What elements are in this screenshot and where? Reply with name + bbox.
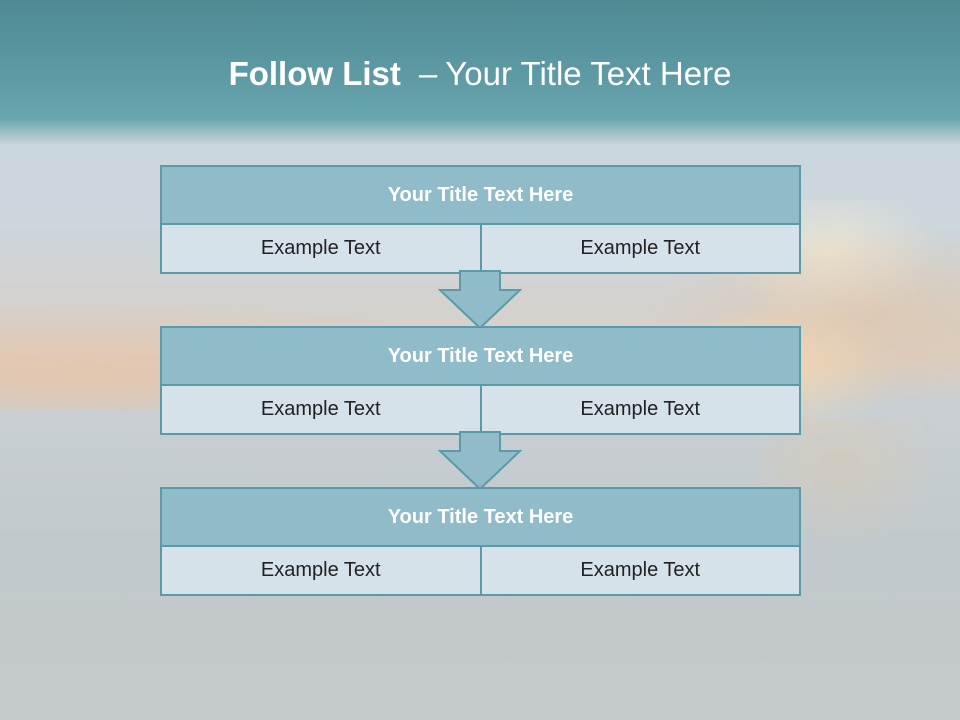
- slide-title-text: Your Title Text Here: [445, 55, 732, 92]
- block-row: Example Text Example Text: [162, 225, 799, 272]
- slide-title-bold: Follow List: [228, 55, 401, 92]
- list-block-1: Your Title Text Here Example Text Exampl…: [160, 165, 801, 274]
- block-row: Example Text Example Text: [162, 386, 799, 433]
- block-title: Your Title Text Here: [162, 328, 799, 386]
- list-block-2: Your Title Text Here Example Text Exampl…: [160, 326, 801, 435]
- list-block-3: Your Title Text Here Example Text Exampl…: [160, 487, 801, 596]
- down-arrow-icon: [438, 431, 522, 491]
- block-cell-left: Example Text: [260, 237, 381, 259]
- slide-title-separator: –: [418, 55, 438, 92]
- block-row: Example Text Example Text: [162, 547, 799, 594]
- block-cell-left: Example Text: [260, 398, 381, 420]
- block-cell-left: Example Text: [260, 559, 381, 581]
- block-title: Your Title Text Here: [162, 489, 799, 547]
- title-band: [0, 0, 960, 145]
- block-title: Your Title Text Here: [162, 167, 799, 225]
- block-cell-right: Example Text: [479, 225, 800, 272]
- block-cell-right: Example Text: [479, 386, 800, 433]
- slide-title: Follow List–Your Title Text Here: [0, 55, 960, 93]
- down-arrow-icon: [438, 270, 522, 330]
- block-cell-right: Example Text: [479, 547, 800, 594]
